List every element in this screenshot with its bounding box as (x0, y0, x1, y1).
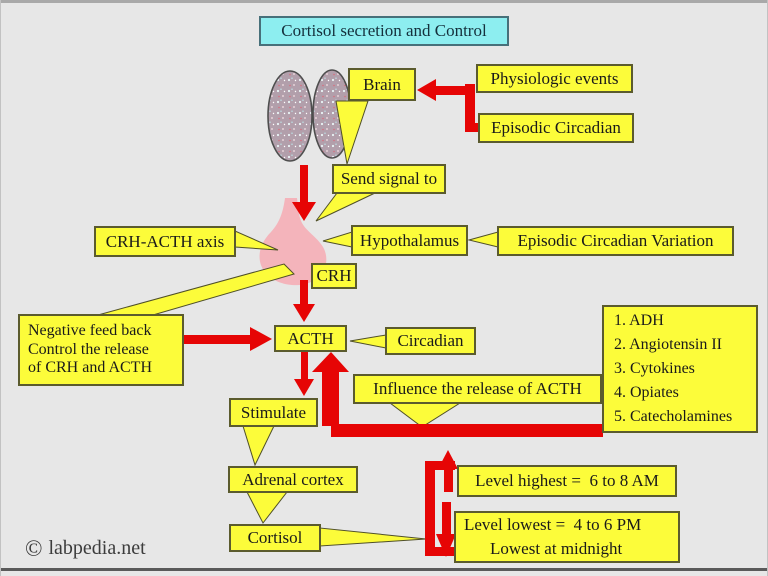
factor-item: 2. Angiotensin II (614, 336, 722, 353)
box-send-signal: Send signal to (332, 164, 446, 194)
watermark: © labpedia.net (25, 537, 146, 560)
callout-hypothalamus-to-gland (322, 231, 353, 248)
copyright-icon: © (25, 536, 43, 561)
box-negative-feedback: Negative feed back Control the release o… (18, 314, 184, 386)
factor-item: 4. Opiates (614, 384, 679, 401)
box-hypothalamus: Hypothalamus (351, 225, 468, 256)
diagram-title: Cortisol secretion and Control (259, 16, 509, 46)
arrow-factors-to-acth (312, 352, 603, 437)
box-episodic-circadian-variation: Episodic Circadian Variation (497, 226, 734, 256)
bottom-edge-line (1, 568, 767, 571)
callout-circadian-to-acth (349, 334, 387, 349)
arrow-events-to-brain (417, 79, 480, 132)
box-cortisol: Cortisol (229, 524, 321, 552)
factor-item: 5. Catecholamines (614, 408, 733, 425)
box-acth-factors-list: 1. ADH 2. Angiotensin II 3. Cytokines 4.… (602, 305, 758, 433)
callout-variation-to-hypothalamus (467, 231, 499, 248)
callout-gland-to-negfeedback (97, 263, 295, 316)
level-lowest-line2: Lowest at midnight (490, 539, 623, 558)
box-crh: CRH (311, 263, 357, 289)
callout-influence-to-line (388, 402, 462, 428)
arrow-acth-to-stimulate (294, 352, 314, 396)
box-stimulate: Stimulate (229, 398, 318, 427)
arrow-gland-to-acth (293, 280, 315, 322)
box-episodic-circadian: Episodic Circadian (478, 113, 634, 143)
box-physiologic-events: Physiologic events (476, 64, 633, 93)
factor-item: 1. ADH (614, 312, 664, 329)
box-adrenal-cortex: Adrenal cortex (228, 466, 358, 493)
arrow-level-down-icon (436, 502, 456, 557)
arrow-negfeedback-to-acth (184, 327, 272, 351)
callout-stimulate-to-adrenal (242, 425, 275, 467)
negative-feedback-line3: of CRH and ACTH (28, 359, 152, 377)
callout-cortisol-to-bracket (319, 527, 427, 547)
watermark-text: labpedia.net (48, 537, 146, 559)
negative-feedback-line1: Negative feed back (28, 322, 152, 340)
box-circadian: Circadian (385, 327, 476, 355)
top-edge-line (1, 0, 767, 3)
callout-sendsignal-to-gland (315, 192, 376, 222)
callout-adrenal-to-cortisol (246, 491, 289, 524)
box-acth: ACTH (274, 325, 347, 352)
box-level-highest: Level highest = 6 to 8 AM (457, 465, 677, 497)
level-lowest-line1: Level lowest = 4 to 6 PM (464, 515, 642, 534)
box-crh-acth-axis: CRH-ACTH axis (94, 226, 236, 257)
negative-feedback-line2: Control the release (28, 340, 149, 358)
arrow-level-up-icon (438, 450, 458, 492)
box-influence-acth: Influence the release of ACTH (353, 374, 602, 404)
box-level-lowest: Level lowest = 4 to 6 PM Lowest at midni… (454, 511, 680, 563)
pituitary-gland-icon (259, 198, 327, 286)
callout-brain-to-sendsignal (335, 100, 369, 165)
box-brain: Brain (348, 68, 416, 101)
factor-item: 3. Cytokines (614, 360, 695, 377)
arrow-brain-to-gland (292, 165, 316, 221)
